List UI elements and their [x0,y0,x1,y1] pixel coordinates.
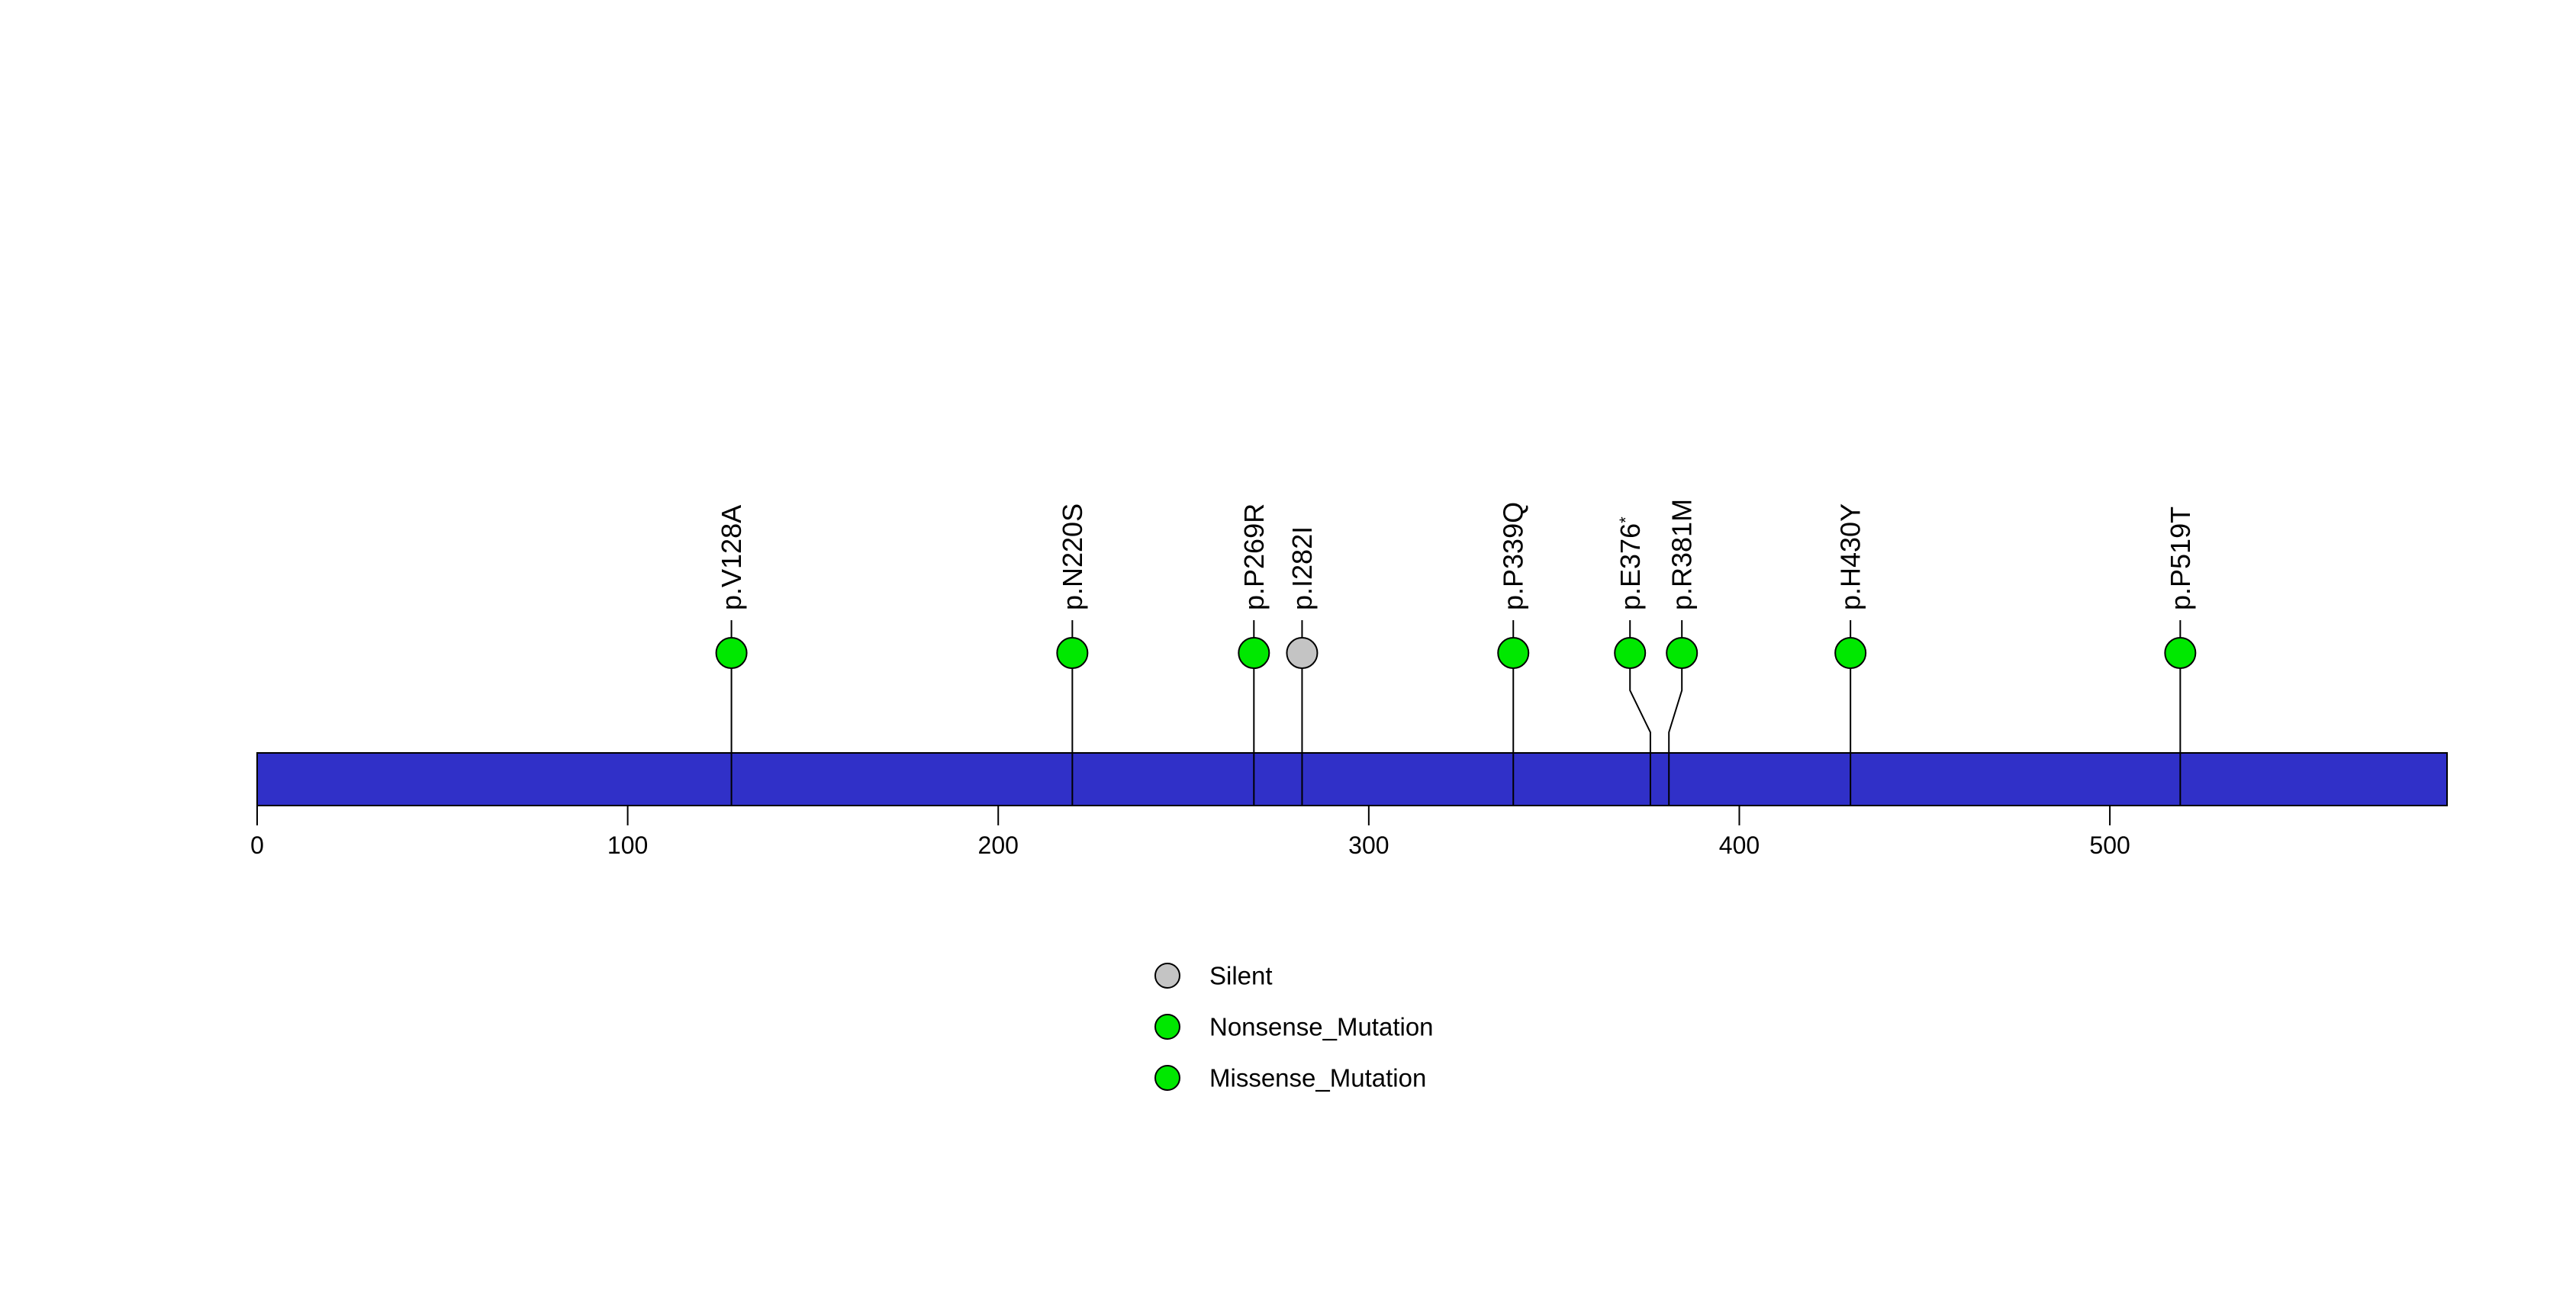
gene-body-bar [256,752,2448,806]
axis-tick-label: 200 [978,831,1019,859]
mutation-label: p.P339Q [1498,502,1529,610]
legend-item: Nonsense_Mutation [1154,1013,1434,1041]
axis-tick-label: 0 [250,831,264,859]
mutation-label: p.P269R [1238,503,1270,610]
mutation-label: p.H430Y [1835,503,1866,610]
mutation-marker [1666,637,1699,669]
mutation-marker [1238,637,1270,669]
mutation-marker [2164,637,2197,669]
legend-label: Nonsense_Mutation [1209,1013,1434,1041]
mutation-label: p.N220S [1057,503,1088,610]
mutation-marker [1056,637,1089,669]
legend-item: Silent [1154,962,1273,990]
mutation-marker [715,637,748,669]
legend-marker [1154,1065,1180,1091]
legend-marker [1154,963,1180,989]
axis-tick-label: 400 [1719,831,1760,859]
mutation-label: p.V128A [716,505,747,610]
mutation-marker [1286,637,1319,669]
legend-label: Silent [1209,962,1273,990]
mutation-label-text: p.E376 [1615,523,1646,610]
axis-tick-label: 100 [607,831,648,859]
legend-item: Missense_Mutation [1154,1064,1426,1092]
axis-tick-label: 500 [2089,831,2130,859]
mutation-label: p.I282I [1286,526,1318,610]
legend-marker [1154,1014,1180,1040]
mutation-marker [1497,637,1530,669]
mutation-marker [1834,637,1867,669]
mutation-label: p.R381M [1666,499,1698,610]
nonsense-star: * [1616,516,1635,523]
mutation-label: p.E376* [1615,516,1646,610]
axis-tick-label: 300 [1348,831,1389,859]
mutation-label: p.P519T [2165,507,2196,610]
mutation-marker [1614,637,1647,669]
legend-label: Missense_Mutation [1209,1064,1426,1092]
